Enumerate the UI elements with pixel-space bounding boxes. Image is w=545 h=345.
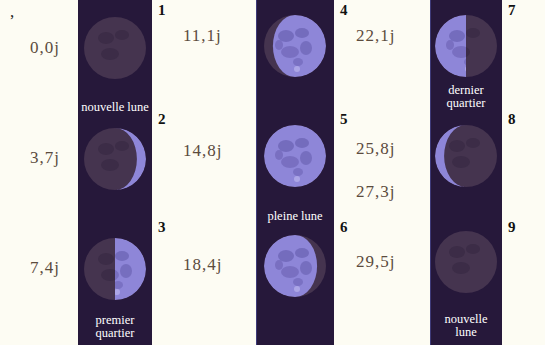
phase-caption: pleine lune xyxy=(256,210,334,225)
age-label: 14,8j xyxy=(183,141,222,161)
moon-phase xyxy=(84,238,146,300)
callout-number: 5 xyxy=(340,111,348,128)
moon-phase xyxy=(435,231,497,293)
phase-name: premier quartier xyxy=(78,314,152,340)
callout-number: 3 xyxy=(158,219,166,236)
age-label: 0,0j xyxy=(30,38,60,58)
moon-phase xyxy=(84,17,146,79)
panel-edge xyxy=(256,0,257,345)
phase-caption: nouvelle lune xyxy=(438,313,494,341)
stray-mark: , xyxy=(10,2,14,22)
age-label: 3,7j xyxy=(30,148,60,168)
phase-name: dernier quartier xyxy=(430,84,502,110)
moon-phase xyxy=(435,125,497,187)
age-label: 25,8j xyxy=(356,139,395,159)
moon-phase xyxy=(264,235,326,297)
callout-number: 1 xyxy=(158,2,166,19)
age-label: 22,1j xyxy=(356,26,395,46)
age-label: 7,4j xyxy=(30,258,60,278)
phase-name: nouvelle lune xyxy=(438,313,494,339)
callout-number: 6 xyxy=(340,219,348,236)
moon-phase xyxy=(264,125,326,187)
age-label: 29,5j xyxy=(356,252,395,272)
moon-phase xyxy=(435,15,497,77)
age-label: 18,4j xyxy=(183,255,222,275)
phase-caption: premier quartier xyxy=(78,314,152,342)
phase-name: nouvelle lune xyxy=(81,101,149,114)
dark-panel xyxy=(256,0,334,345)
age-label: 27,3j xyxy=(356,182,395,202)
dark-panel xyxy=(430,0,502,345)
panel-edge xyxy=(430,0,431,345)
callout-number: 7 xyxy=(508,2,516,19)
phase-name: pleine lune xyxy=(267,210,322,223)
moon-phase xyxy=(264,15,326,77)
callout-number: 4 xyxy=(340,2,348,19)
age-label: 11,1j xyxy=(183,26,222,46)
callout-number: 9 xyxy=(508,219,516,236)
dark-panel xyxy=(78,0,152,345)
callout-number: 2 xyxy=(158,111,166,128)
phase-caption: dernier quartier xyxy=(430,84,502,112)
moon-phase xyxy=(84,128,146,190)
phase-caption: nouvelle lune xyxy=(78,101,152,116)
callout-number: 8 xyxy=(508,111,516,128)
